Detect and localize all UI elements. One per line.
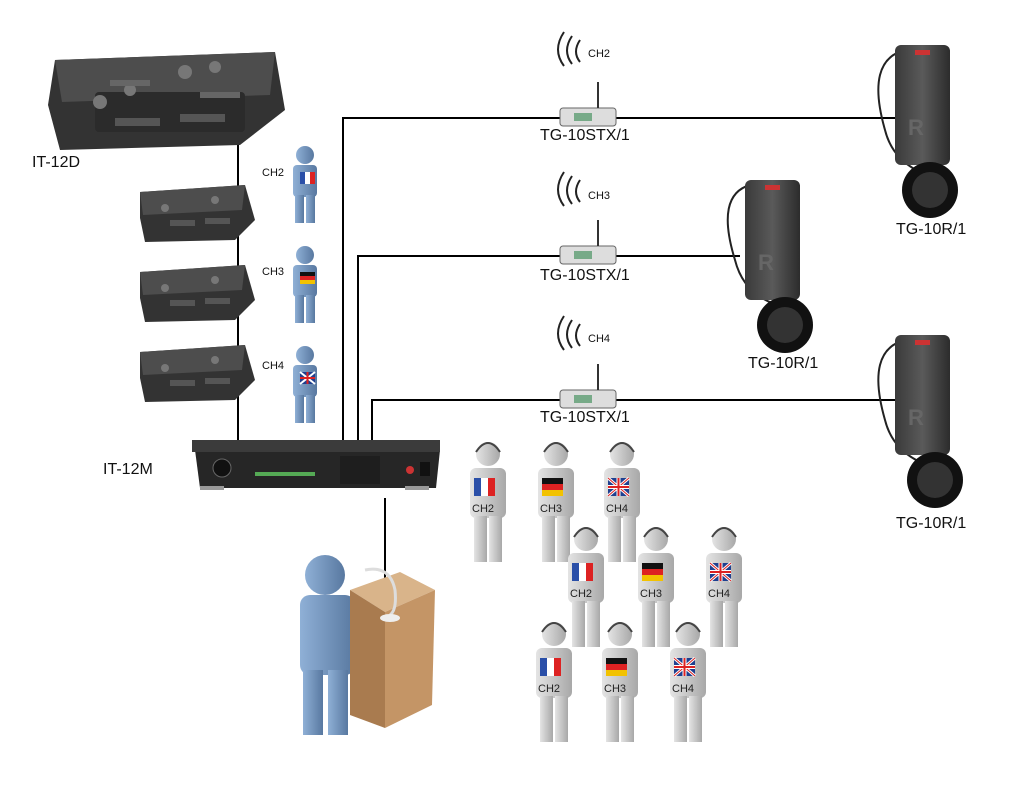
audience-person: CH3	[638, 527, 674, 647]
svg-text:R: R	[908, 115, 924, 140]
germany-flag-icon	[606, 658, 627, 676]
audience-channel-label: CH4	[606, 503, 628, 515]
audience-channel-label: CH2	[538, 683, 560, 695]
uk-flag-icon	[709, 561, 732, 583]
audience-person: CH2	[536, 622, 572, 742]
it12m-main-unit	[192, 440, 440, 490]
uk-flag-icon	[607, 476, 630, 498]
label-transmitter-2: TG-10STX/1	[540, 267, 630, 284]
podium	[350, 567, 435, 728]
line-tx3	[371, 399, 895, 440]
audience-person: CH3	[602, 622, 638, 742]
audience-channel-label: CH2	[570, 588, 592, 600]
line-tx2	[357, 255, 740, 440]
interpreter-person-3	[293, 346, 317, 423]
germany-flag-icon	[542, 478, 563, 496]
label-transmitter-3: TG-10STX/1	[540, 409, 630, 426]
speaker-figure	[300, 555, 355, 735]
france-flag-icon	[572, 563, 593, 581]
interpreter-person-1	[293, 146, 317, 223]
interpreter-console-3	[140, 345, 255, 402]
label-interpreter-ch2: CH2	[262, 167, 285, 179]
transmitter-3	[559, 364, 617, 409]
label-interpreter-ch3: CH3	[262, 266, 285, 278]
audience-person: CH2	[470, 442, 506, 562]
svg-text:R: R	[758, 250, 774, 275]
receiver-1: R	[877, 45, 958, 218]
label-wave-ch2: CH2	[588, 48, 611, 60]
label-it12m: IT-12M	[103, 461, 153, 478]
line-tx1	[342, 117, 895, 440]
france-flag-icon	[474, 478, 495, 496]
svg-text:R: R	[908, 405, 924, 430]
label-wave-ch4: CH4	[588, 333, 611, 345]
germany-flag-icon	[642, 563, 663, 581]
france-flag-icon	[540, 658, 561, 676]
label-receiver-2: TG-10R/1	[748, 355, 819, 372]
audience-channel-label: CH3	[604, 683, 626, 695]
interpreter-console-2	[140, 265, 255, 322]
audience-channel-label: CH4	[708, 588, 730, 600]
radio-waves-3	[557, 315, 581, 351]
label-transmitter-1: TG-10STX/1	[540, 127, 630, 144]
audience-person: CH4	[604, 442, 640, 562]
transmitter-1	[559, 82, 617, 127]
connection-lines	[237, 117, 895, 600]
label-receiver-3: TG-10R/1	[896, 515, 967, 532]
audience-person: CH4	[706, 527, 742, 647]
audience-person: CH3	[538, 442, 574, 562]
interpreter-person-2	[293, 246, 317, 323]
audience-person: CH2	[568, 527, 604, 647]
label-wave-ch3: CH3	[588, 190, 611, 202]
radio-waves-1	[557, 31, 581, 67]
it12d-console	[48, 52, 285, 150]
audience-channel-label: CH4	[672, 683, 694, 695]
label-interpreter-ch4: CH4	[262, 360, 285, 372]
uk-flag-icon	[673, 656, 696, 678]
interpreter-console-1	[140, 185, 255, 242]
audience-channel-label: CH3	[640, 588, 662, 600]
label-receiver-1: TG-10R/1	[896, 221, 967, 238]
transmitter-2	[559, 220, 617, 265]
audience-channel-label: CH2	[472, 503, 494, 515]
audience-person: CH4	[670, 622, 706, 742]
label-it12d: IT-12D	[32, 154, 81, 171]
receiver-3: R	[877, 335, 963, 508]
receiver-2: R	[726, 180, 813, 353]
audience-channel-label: CH3	[540, 503, 562, 515]
radio-waves-2	[557, 171, 581, 207]
